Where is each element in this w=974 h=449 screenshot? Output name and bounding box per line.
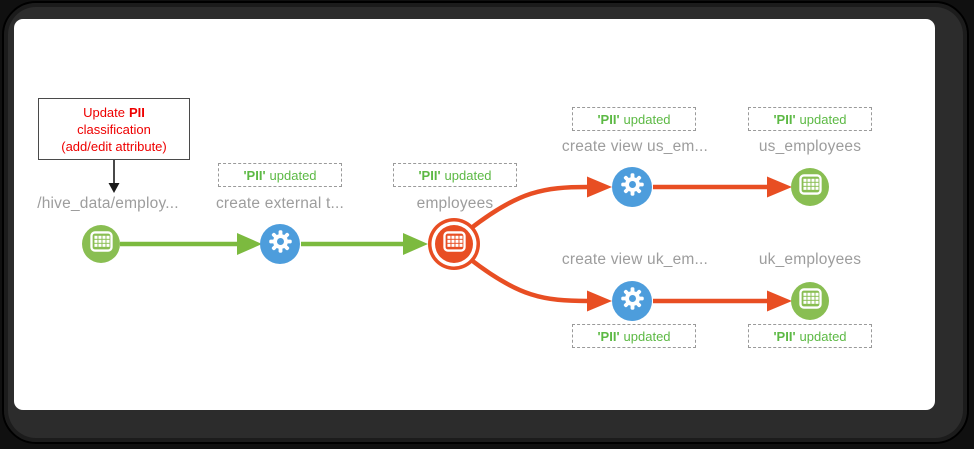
label-create-view-uk: create view uk_em... [561,251,709,268]
node-us-employees[interactable] [791,168,829,206]
pii-badge-suffix: updated [444,167,492,183]
label-create-view-us: create view us_em... [561,138,709,155]
annotation-pii-text: PII [129,104,145,120]
pii-badge-uk-employees: 'PII' updated [748,324,872,348]
pii-badge-create-view-uk: 'PII' updated [572,324,696,348]
pii-badge-tag: 'PII' [418,167,441,183]
node-employees[interactable] [435,225,473,263]
pii-badge-suffix: updated [623,328,671,344]
gear-icon [267,228,294,260]
table-icon [442,231,466,257]
gear-icon [619,171,646,203]
node-create-view-us[interactable] [612,167,652,207]
pii-badge-suffix: updated [623,111,671,127]
node-create-view-uk[interactable] [612,281,652,321]
node-hive-dir[interactable] [82,225,120,263]
node-create-external[interactable] [260,224,300,264]
table-icon [798,288,822,314]
pii-badge-suffix: updated [799,111,847,127]
pii-badge-tag: 'PII' [773,111,796,127]
annotation-line1-text: Update [83,104,125,120]
pii-badge-us-employees: 'PII' updated [748,107,872,131]
table-icon [89,231,113,257]
label-create-external: create external t... [215,195,345,212]
node-uk-employees[interactable] [791,282,829,320]
label-hive-dir: /hive_data/employ... [37,195,179,212]
pii-badge-create-view-us: 'PII' updated [572,107,696,131]
pii-badge-tag: 'PII' [597,111,620,127]
pii-badge-create-external: 'PII' updated [218,163,342,187]
label-uk-employees: uk_employees [758,251,862,268]
lineage-edges [108,160,792,312]
pii-badge-suffix: updated [799,328,847,344]
label-us-employees: us_employees [758,138,862,155]
annotation-line3: (add/edit attribute) [61,138,167,154]
pii-badge-tag: 'PII' [243,167,266,183]
gear-icon [619,285,646,317]
table-icon [798,174,822,200]
annotation-line2: classification [77,121,151,137]
pii-badge-employees: 'PII' updated [393,163,517,187]
pii-badge-tag: 'PII' [597,328,620,344]
label-employees: employees [416,195,494,212]
pii-badge-tag: 'PII' [773,328,796,344]
pii-badge-suffix: updated [269,167,317,183]
